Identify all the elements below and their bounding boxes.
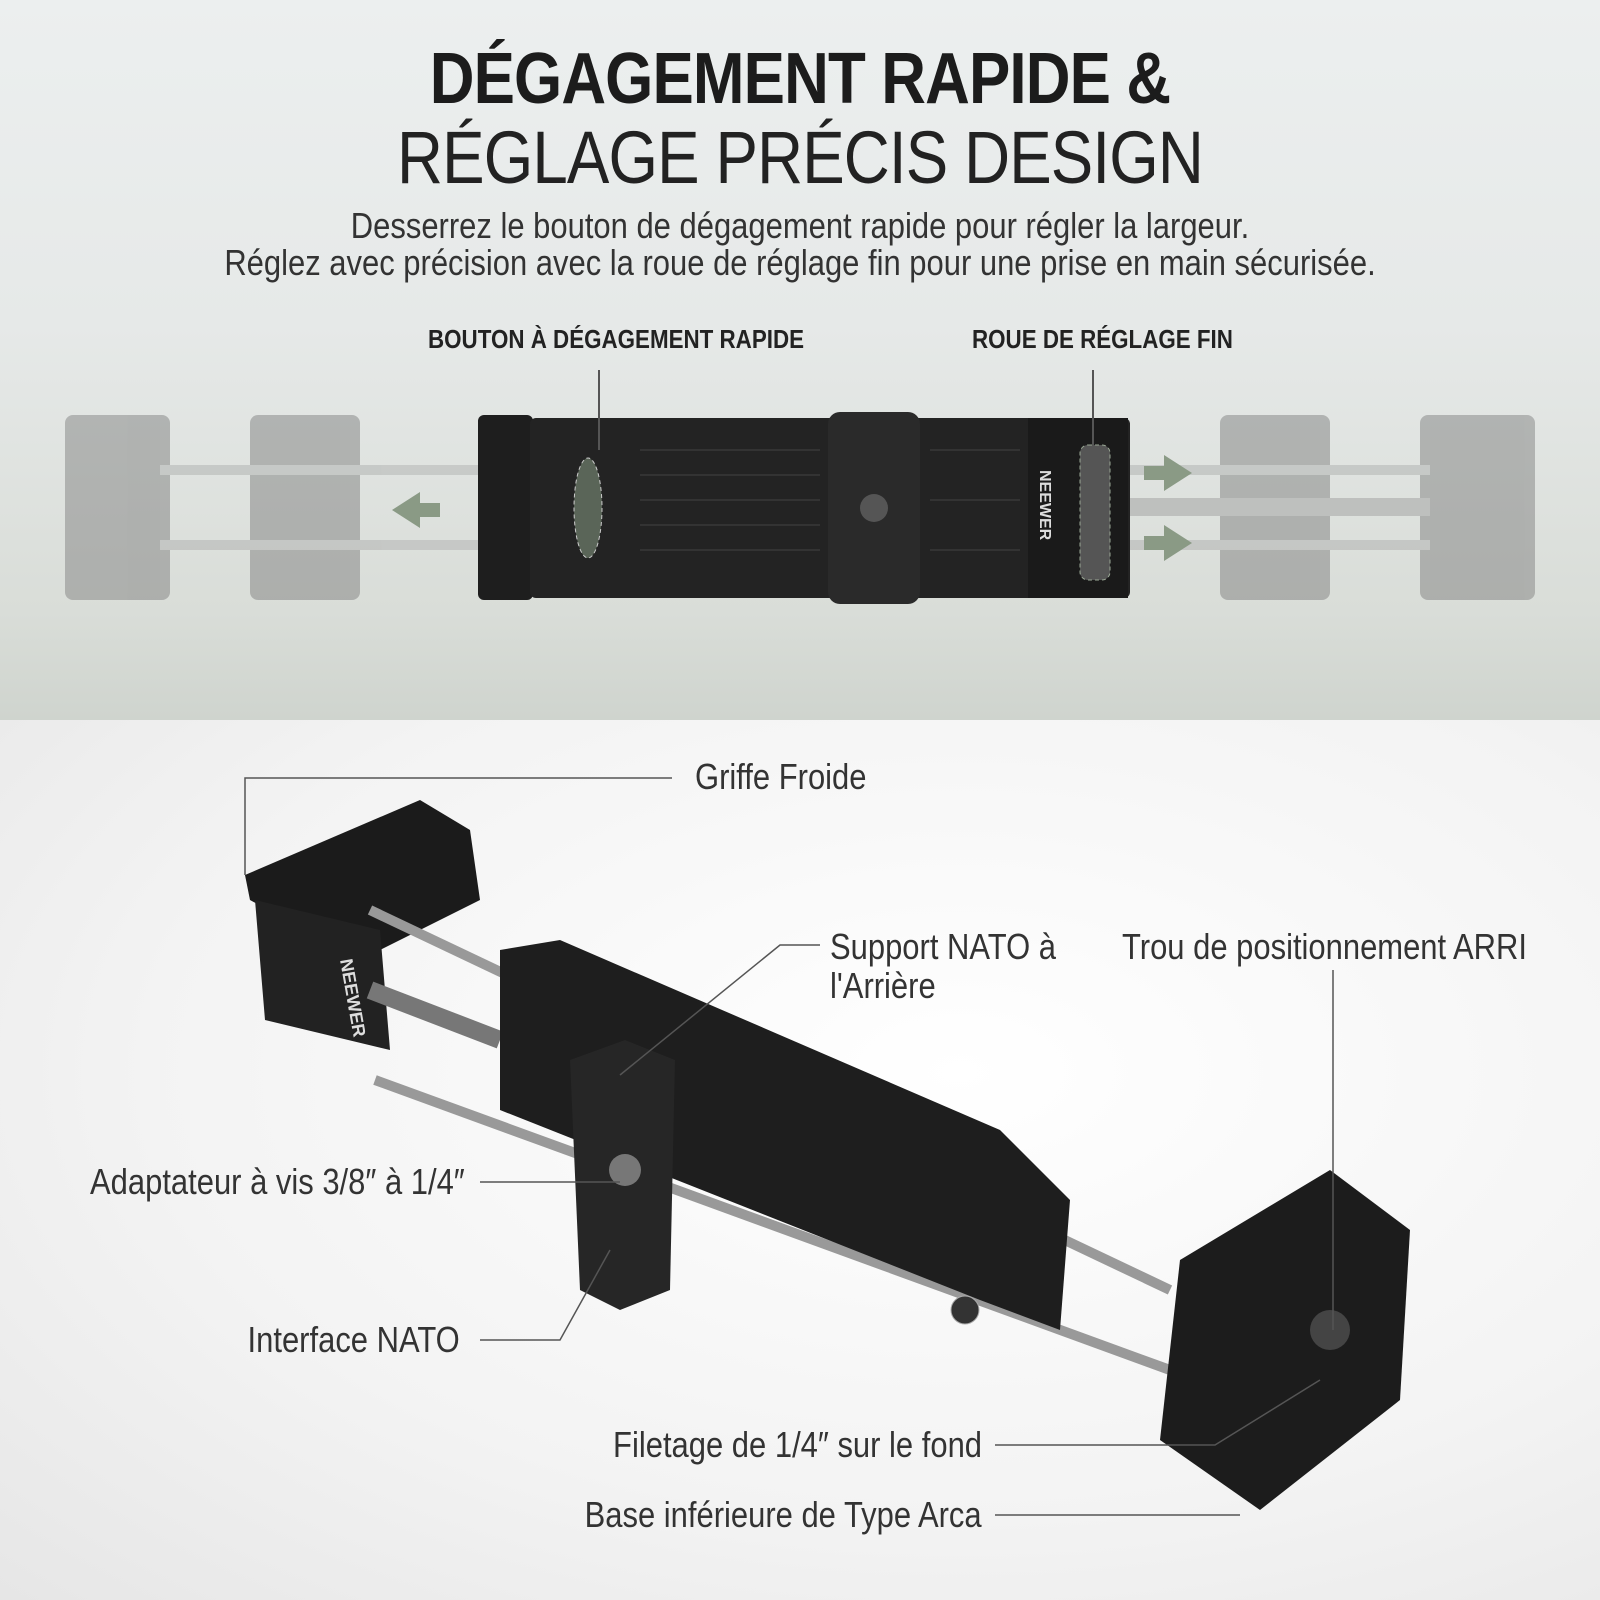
callout-thread-bottom: Filetage de 1/4″ sur le fond [613,1424,982,1465]
ghost-clamps [65,415,1535,600]
callout-lines [244,777,1334,1516]
label-fine-wheel: ROUE DE RÉGLAGE FIN [972,324,1233,354]
top-section [0,0,1600,720]
brand-logo: NEEWER [1036,470,1053,541]
callout-nato-rear-2: l'Arrière [830,965,936,1006]
subtitle-line-2: Réglez avec précision avec la roue de ré… [224,242,1376,283]
label-quick-release: BOUTON À DÉGAGEMENT RAPIDE [428,324,805,354]
callout-nato-interface: Interface NATO [247,1319,460,1360]
title-line-2: RÉGLAGE PRÉCIS DESIGN [397,116,1204,199]
clamp-body-bottom [245,800,1410,1510]
title-line-1: DÉGAGEMENT RAPIDE & [429,39,1171,119]
callout-screw-adapter: Adaptateur à vis 3/8″ à 1/4″ [90,1161,465,1202]
callout-cold-shoe: Griffe Froide [695,756,867,797]
arrow-right-icon [1144,525,1192,561]
quick-release-knob-icon [573,457,603,559]
callout-arri-hole: Trou de positionnement ARRI [1122,926,1527,967]
callout-nato-rear-1: Support NATO à [830,926,1057,967]
arrow-left-icon [392,492,440,528]
arrow-right-icon [1144,455,1192,491]
clamp-body-top [478,412,1130,604]
callout-arca-base: Base inférieure de Type Arca [585,1494,982,1535]
subtitle-line-1: Desserrez le bouton de dégagement rapide… [350,205,1250,246]
